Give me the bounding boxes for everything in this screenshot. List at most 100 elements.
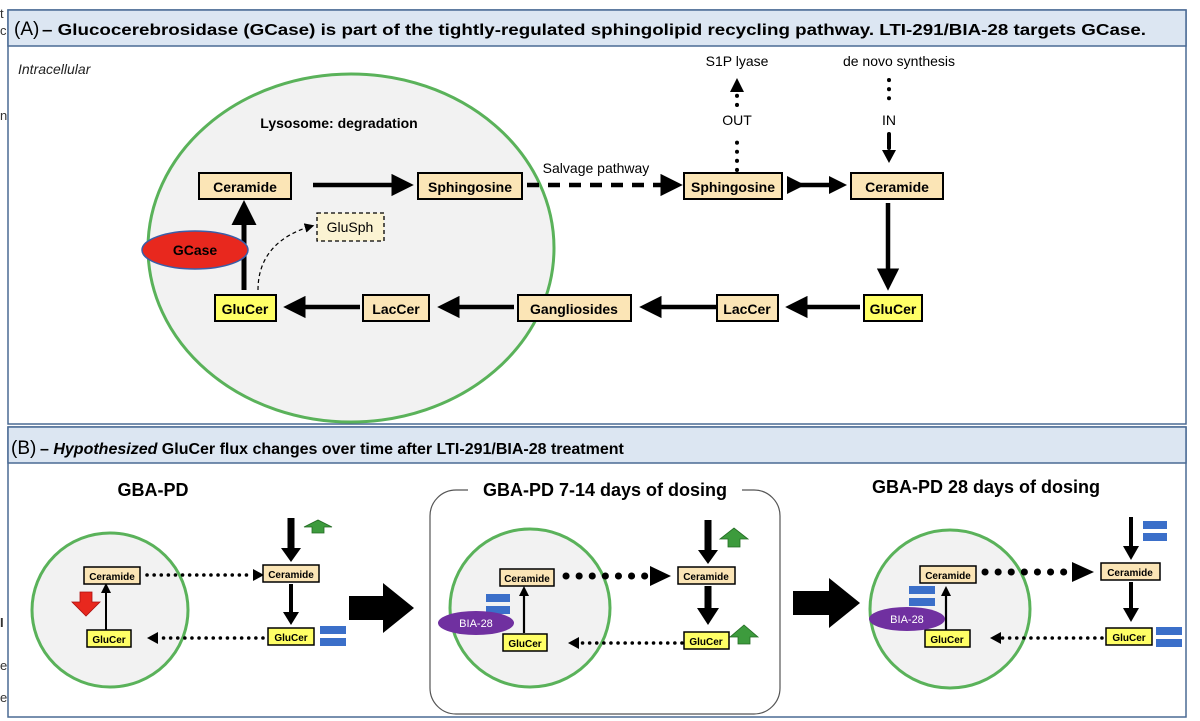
svg-text:GluCer: GluCer [274, 633, 307, 644]
stage-2-bia-28: BIA-28 [438, 611, 514, 635]
panel-a-header [7, 9, 1187, 47]
stage-3: GBA-PD 28 days of dosing Ceramide [868, 477, 1182, 690]
stage-2-down-arrowhead-icon [697, 608, 719, 625]
svg-text:LacCer: LacCer [723, 301, 771, 317]
stage-3-equal-bar-inner-icon [909, 586, 935, 594]
stage-3-equal-bar-inner-icon [909, 598, 935, 606]
box-ceramide-lysosome: Ceramide [198, 172, 292, 200]
stage-2-box-ceramide-in: Ceramide [499, 568, 555, 587]
edge-text: e [0, 690, 7, 705]
svg-text:GluCer: GluCer [222, 301, 269, 317]
stage-3-box-glucer-out: GluCer [1105, 627, 1153, 646]
stage-1-arrowhead-bottom-icon [147, 632, 158, 644]
transition-arrow-1-icon [349, 583, 414, 633]
in-arrowhead-icon [882, 150, 896, 163]
in-label: IN [882, 112, 896, 128]
svg-text:GluCer: GluCer [689, 637, 722, 648]
svg-text:GluCer: GluCer [870, 301, 917, 317]
edge-text: t [0, 6, 4, 21]
stage-3-arrowhead-bottom-icon [990, 632, 1001, 644]
stage-2-green-up-arrow-top-icon [718, 527, 750, 548]
stage-2-arrowhead-top-icon [650, 566, 671, 586]
stage-2-influx-arrowhead-icon [698, 550, 718, 564]
svg-text:GluCer: GluCer [508, 639, 541, 650]
edge-text: n [0, 108, 7, 123]
edge-text: e [0, 658, 7, 673]
svg-text:Ceramide: Ceramide [683, 572, 729, 583]
svg-text:Ceramide: Ceramide [213, 179, 277, 195]
s1p-lyase-label: S1P lyase [706, 53, 769, 69]
box-glusph: GluSph [316, 212, 385, 242]
stage-1-inner-arrowhead-icon [101, 583, 111, 593]
stage-1: GBA-PD Ceramide GluCer [30, 480, 346, 689]
transition-arrow-2-icon [793, 578, 860, 628]
gcase-enzyme: GCase [141, 230, 249, 270]
stage-3-influx-arrowhead-icon [1123, 546, 1139, 560]
stage-3-equal-bar-bottom-icon [1156, 627, 1182, 635]
svg-text:Ceramide: Ceramide [504, 574, 550, 585]
stage-2-title: GBA-PD 7-14 days of dosing [483, 480, 727, 500]
stage-3-bia-28: BIA-28 [869, 607, 945, 631]
stage-1-box-ceramide-in: Ceramide [83, 566, 141, 585]
svg-text:BIA-28: BIA-28 [890, 614, 924, 626]
lysosome-label: Lysosome: degradation [260, 115, 417, 131]
stage-3-box-glucer-in: GluCer [924, 629, 971, 648]
stage-3-inner-arrowhead-icon [941, 586, 951, 596]
panel-a-tag: (A) [14, 19, 39, 40]
svg-text:BIA-28: BIA-28 [459, 618, 493, 630]
de-novo-label: de novo synthesis [843, 53, 955, 69]
stage-2-cell [448, 527, 612, 689]
svg-text:Ceramide: Ceramide [268, 570, 314, 581]
svg-text:Ceramide: Ceramide [1107, 568, 1153, 579]
svg-text:Sphingosine: Sphingosine [428, 179, 512, 195]
svg-text:Gangliosides: Gangliosides [530, 301, 618, 317]
intracellular-label: Intracellular [18, 61, 92, 77]
stage-3-equal-bar-bottom-icon [1156, 639, 1182, 647]
stage-1-red-down-arrow-icon [71, 591, 101, 617]
stage-3-equal-bar-top-icon [1143, 533, 1167, 541]
stage-3-cell [868, 528, 1032, 690]
box-sphingosine-outside: Sphingosine [683, 172, 783, 200]
svg-text:GluSph: GluSph [327, 219, 374, 235]
stage-2-box-glucer-out: GluCer [683, 631, 730, 650]
stage-1-down-arrowhead-icon [283, 612, 299, 625]
stage-3-box-ceramide-out: Ceramide [1100, 562, 1161, 581]
box-ceramide-outside: Ceramide [850, 172, 944, 200]
svg-text:Ceramide: Ceramide [925, 571, 971, 582]
stage-2: GBA-PD 7-14 days of dosing Ceramide GluC [438, 480, 760, 689]
svg-text:LacCer: LacCer [372, 301, 420, 317]
stage-1-equal-bar-icon [320, 626, 346, 634]
stage-1-green-up-arrow-icon [303, 519, 333, 534]
svg-text:GluCer: GluCer [92, 635, 125, 646]
svg-text:Ceramide: Ceramide [865, 179, 929, 195]
box-laccer-outside: LacCer [716, 294, 779, 322]
edge-text: I [0, 615, 4, 630]
stage-2-equal-bar-icon [486, 606, 510, 614]
stage-2-inner-arrowhead-icon [519, 586, 529, 596]
panel-a: (A) – Glucocerebrosidase (GCase) is part… [7, 9, 1187, 425]
stage-1-arrowhead-top-icon [253, 569, 264, 581]
box-sphingosine-lysosome: Sphingosine [417, 172, 523, 200]
panel-b-header [7, 426, 1187, 464]
stage-2-arrowhead-bottom-icon [568, 637, 579, 649]
panel-a-title: – Glucocerebrosidase (GCase) is part of … [42, 22, 1146, 39]
panel-b-title: – Hypothesized GluCer flux changes over … [40, 441, 625, 458]
left-edge-text: t c n I e e [0, 6, 7, 705]
svg-text:Ceramide: Ceramide [89, 572, 135, 583]
panel-b-tag: (B) [11, 438, 36, 459]
stage-3-box-ceramide-in: Ceramide [919, 565, 977, 584]
svg-text:GluCer: GluCer [930, 635, 963, 646]
stage-1-cell [30, 531, 190, 689]
edge-text: c [0, 23, 7, 38]
stage-2-box-ceramide-out: Ceramide [677, 566, 736, 585]
stage-2-box-glucer-in: GluCer [502, 633, 548, 652]
stage-1-title: GBA-PD [118, 480, 189, 500]
box-gangliosides: Gangliosides [517, 294, 632, 322]
svg-text:GluCer: GluCer [1112, 633, 1145, 644]
arrow-glucer-to-gluSph [257, 223, 315, 291]
stage-2-green-up-arrow-bottom-icon [728, 624, 760, 645]
stage-1-equal-bar-icon [320, 638, 346, 646]
stage-1-box-glucer-in: GluCer [86, 629, 132, 648]
box-laccer-lysosome: LacCer [362, 294, 430, 322]
